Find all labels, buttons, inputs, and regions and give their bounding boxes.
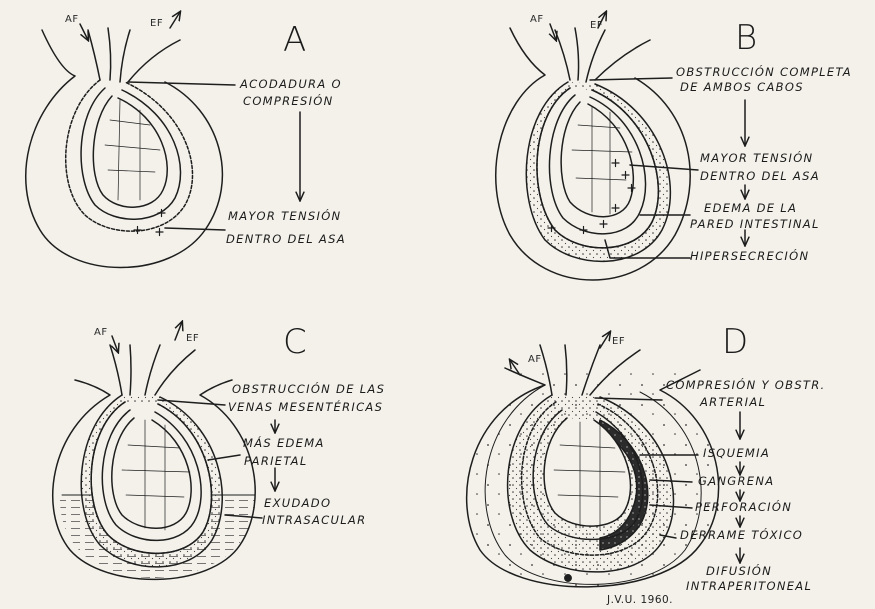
panel-a-label-2: COMPRESIÓN — [243, 95, 334, 108]
panel-d-label-3: ISQUEMIA — [703, 447, 770, 460]
panel-c-drawing — [53, 322, 275, 579]
panel-b-label-1: OBSTRUCCIÓN COMPLETA — [676, 66, 852, 79]
panel-a-label-3: MAYOR TENSIÓN — [228, 210, 341, 223]
panel-b-label-2: DE AMBOS CABOS — [680, 81, 804, 94]
author-signature: J.V.U. 1960. — [607, 594, 673, 606]
panel-c-letter: C — [283, 322, 307, 362]
panel-a-label-4: DENTRO DEL ASA — [226, 233, 346, 246]
panel-a-af-label: AF — [65, 14, 79, 25]
panel-d-drawing — [467, 332, 740, 587]
panel-b-label-7: HIPERSECRECIÓN — [690, 250, 809, 263]
panel-d-letter: D — [722, 322, 748, 362]
panel-d-label-2: ARTERIAL — [700, 396, 766, 409]
panel-d-ef-label: EF — [612, 336, 625, 347]
panel-a-label-1: ACODADURA O — [240, 78, 342, 91]
panel-b-label-4: DENTRO DEL ASA — [700, 170, 820, 183]
panel-c-ef-label: EF — [186, 333, 199, 344]
panel-d-label-6: DERRAME TÓXICO — [680, 529, 803, 542]
panel-d-label-4: GANGRENA — [698, 475, 774, 488]
panel-c-label-2: VENAS MESENTÉRICAS — [228, 401, 383, 414]
panel-b-af-label: AF — [530, 14, 544, 25]
panel-c-af-label: AF — [94, 327, 108, 338]
panel-a-letter: A — [283, 20, 306, 60]
panel-d-af-label: AF — [528, 354, 542, 365]
panel-c-label-4: PARIETAL — [244, 455, 308, 468]
panel-d-label-7: DIFUSIÓN — [706, 565, 772, 578]
panel-d-label-8: INTRAPERITONEAL — [686, 580, 812, 593]
panel-d-label-5: PERFORACIÓN — [695, 501, 792, 514]
panel-d-label-1: COMPRESIÓN Y OBSTR. — [666, 379, 826, 392]
panel-c-label-3: MÁS EDEMA — [243, 437, 325, 450]
panel-b-label-5: EDEMA DE LA — [704, 202, 797, 215]
panel-c-label-6: INTRASACULAR — [262, 514, 366, 527]
panel-b-drawing — [496, 12, 745, 280]
panel-c-label-1: OBSTRUCCIÓN DE LAS — [232, 383, 385, 396]
panel-b-letter: B — [735, 18, 757, 58]
panel-b-ef-label: EF — [590, 20, 603, 31]
panel-a-drawing — [26, 12, 300, 268]
panel-b-label-6: PARED INTESTINAL — [690, 218, 820, 231]
panel-a-ef-label: EF — [150, 18, 163, 29]
panel-b-label-3: MAYOR TENSIÓN — [700, 152, 813, 165]
panel-c-label-5: EXUDADO — [264, 497, 331, 510]
